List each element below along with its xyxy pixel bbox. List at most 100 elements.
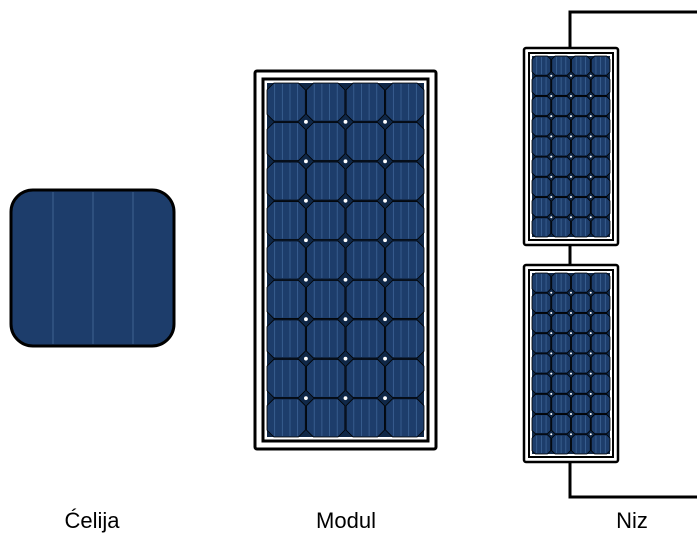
array-top-wire <box>568 10 697 48</box>
module-cell <box>385 319 425 359</box>
module-cell <box>306 240 346 280</box>
module-cell <box>345 82 385 122</box>
module-cell <box>345 122 385 162</box>
cell-corner-dot <box>383 356 387 361</box>
cell-corner-dot <box>550 291 553 294</box>
cell-label: Ćelija <box>64 508 120 533</box>
cell-corner-dot <box>570 196 572 199</box>
solar-array-icon <box>522 10 697 499</box>
cell-corner-dot <box>589 196 592 199</box>
cell-corner-dot <box>343 198 348 203</box>
cell-corner-dot <box>570 291 572 294</box>
module-cell <box>385 161 425 201</box>
module-cell <box>266 201 306 241</box>
cell-corner-dot <box>550 352 553 355</box>
cell-corner-dot <box>570 115 572 118</box>
cell-corner-dot <box>304 159 308 164</box>
module-cell <box>266 398 306 438</box>
cell-corner-dot <box>550 74 553 77</box>
module-cell <box>306 122 346 162</box>
module-cell <box>385 82 425 122</box>
cell-corner-dot <box>550 332 553 335</box>
cell-corner-dot <box>550 392 553 395</box>
cell-corner-dot <box>343 159 348 164</box>
cell-corner-dot <box>570 155 572 158</box>
cell-corner-dot <box>343 119 348 124</box>
cell-corner-dot <box>304 119 308 124</box>
cell-corner-dot <box>570 94 572 97</box>
cell-corner-dot <box>570 74 572 77</box>
cell-corner-dot <box>550 115 553 118</box>
module-cell <box>306 319 346 359</box>
module-cell <box>266 240 306 280</box>
module-cell <box>385 398 425 438</box>
cell-corner-dot <box>589 291 592 294</box>
cell-corner-dot <box>304 356 308 361</box>
module-cell <box>345 279 385 319</box>
cell-corner-dot <box>550 372 553 375</box>
module-cell <box>306 201 346 241</box>
cell-corner-dot <box>570 311 572 314</box>
cell-corner-dot <box>589 433 592 436</box>
module-cell <box>345 240 385 280</box>
cell-corner-dot <box>550 175 553 178</box>
module-cell <box>385 122 425 162</box>
cell-corner-dot <box>589 392 592 395</box>
cell-corner-dot <box>550 433 553 436</box>
solar-cell-icon <box>9 188 176 348</box>
module-cell <box>266 161 306 201</box>
cell-corner-dot <box>343 238 348 243</box>
module-cell <box>306 358 346 398</box>
module-cell <box>385 358 425 398</box>
cell-corner-dot <box>343 356 348 361</box>
cell-corner-dot <box>570 352 572 355</box>
cell-corner-dot <box>550 135 553 138</box>
module-cell <box>266 122 306 162</box>
module-label: Modul <box>316 508 376 533</box>
cell-corner-dot <box>589 352 592 355</box>
cell-corner-dot <box>570 175 572 178</box>
module-cell <box>266 319 306 359</box>
cell-corner-dot <box>383 198 387 203</box>
cell-corner-dot <box>589 115 592 118</box>
module-cell <box>306 279 346 319</box>
cell-corner-dot <box>550 196 553 199</box>
cell-corner-dot <box>383 159 387 164</box>
module-cell <box>345 358 385 398</box>
cell-corner-dot <box>383 396 387 401</box>
cell-corner-dot <box>570 413 572 416</box>
cell-corner-dot <box>589 216 592 219</box>
module-cell <box>345 201 385 241</box>
cell-corner-dot <box>570 216 572 219</box>
module-cell <box>266 82 306 122</box>
module-cell <box>306 161 346 201</box>
cell-corner-dot <box>550 311 553 314</box>
module-cell <box>266 279 306 319</box>
cell-corner-dot <box>589 311 592 314</box>
cell-corner-dot <box>589 74 592 77</box>
cell-corner-dot <box>570 135 572 138</box>
cell-corner-dot <box>570 433 572 436</box>
cell-corner-dot <box>304 277 308 282</box>
module-cell <box>385 201 425 241</box>
module-cell <box>266 358 306 398</box>
cell-corner-dot <box>550 413 553 416</box>
module-cell <box>385 240 425 280</box>
cell-corner-dot <box>383 238 387 243</box>
cell-corner-dot <box>589 372 592 375</box>
cell-corner-dot <box>570 372 572 375</box>
module-cell <box>345 398 385 438</box>
cell-corner-dot <box>343 277 348 282</box>
module-cell <box>385 279 425 319</box>
cell-corner-dot <box>383 317 387 322</box>
cell-corner-dot <box>304 198 308 203</box>
solar-module-icon <box>253 69 438 451</box>
cell-corner-dot <box>550 216 553 219</box>
cell-corner-dot <box>570 392 572 395</box>
module-cell <box>345 161 385 201</box>
cell-corner-dot <box>570 332 572 335</box>
array-label: Niz <box>616 508 648 533</box>
cell-corner-dot <box>383 119 387 124</box>
cell-corner-dot <box>304 238 308 243</box>
